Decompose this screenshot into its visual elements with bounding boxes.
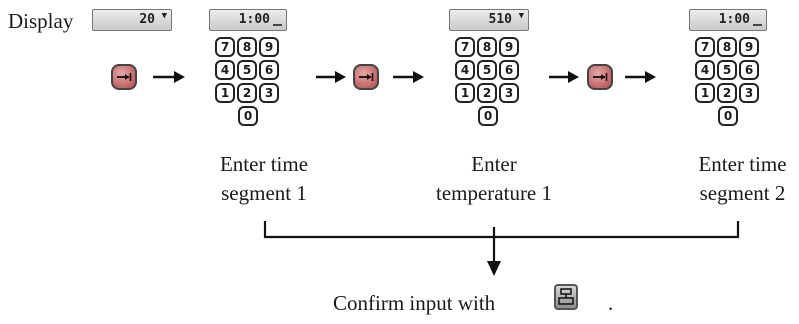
key-0[interactable]: 0	[238, 106, 258, 126]
arrow-right-icon	[625, 71, 656, 83]
key-8[interactable]: 8	[237, 37, 257, 57]
arrow-right-icon	[549, 71, 579, 83]
confirm-text: Confirm input with	[333, 291, 496, 315]
key-7[interactable]: 7	[455, 37, 475, 57]
key-1[interactable]: 1	[695, 83, 715, 103]
arrow-down-icon	[487, 261, 501, 276]
cursor-dash-icon	[753, 24, 762, 26]
dropdown-mark-icon: ▼	[161, 11, 167, 21]
key-0[interactable]: 0	[478, 106, 498, 126]
key-5[interactable]: 5	[237, 60, 257, 80]
key-9[interactable]: 9	[259, 37, 279, 57]
keypad-2: 7 8 9 4 5 6 1 2 3 0	[455, 37, 521, 129]
key-6[interactable]: 6	[259, 60, 279, 80]
display-readout: 20 ▼	[92, 9, 172, 31]
key-3[interactable]: 3	[499, 83, 519, 103]
cursor-dash-icon	[273, 24, 282, 26]
key-7[interactable]: 7	[695, 37, 715, 57]
arrow-right-icon	[316, 71, 346, 83]
display-value: 20	[139, 12, 155, 27]
key-0[interactable]: 0	[718, 106, 738, 126]
confirm-button[interactable]	[554, 284, 578, 310]
key-4[interactable]: 4	[215, 60, 235, 80]
key-7[interactable]: 7	[215, 37, 235, 57]
key-1[interactable]: 1	[215, 83, 235, 103]
next-step-icon	[593, 73, 608, 81]
bracket-line	[263, 221, 740, 262]
key-6[interactable]: 6	[499, 60, 519, 80]
key-3[interactable]: 3	[739, 83, 759, 103]
step1-display-value: 1:00	[238, 12, 270, 27]
confirm-period: .	[608, 291, 614, 315]
key-1[interactable]: 1	[455, 83, 475, 103]
step2-caption: Enter temperature 1	[435, 152, 553, 205]
key-8[interactable]: 8	[477, 37, 497, 57]
key-9[interactable]: 9	[739, 37, 759, 57]
key-8[interactable]: 8	[717, 37, 737, 57]
step2-display-value: 510	[488, 12, 512, 27]
keypad-3: 7 8 9 4 5 6 1 2 3 0	[695, 37, 761, 129]
dropdown-mark-icon: ▼	[518, 11, 524, 21]
keypad-1: 7 8 9 4 5 6 1 2 3 0	[215, 37, 281, 129]
confirm-icon	[558, 288, 574, 305]
next-step-button[interactable]	[587, 64, 613, 90]
key-2[interactable]: 2	[477, 83, 497, 103]
next-step-icon	[117, 73, 132, 81]
step2-display: 510 ▼	[449, 9, 529, 31]
step1-display: 1:00	[209, 9, 287, 31]
key-9[interactable]: 9	[499, 37, 519, 57]
step3-display: 1:00	[689, 9, 767, 31]
key-3[interactable]: 3	[259, 83, 279, 103]
key-5[interactable]: 5	[717, 60, 737, 80]
key-4[interactable]: 4	[695, 60, 715, 80]
display-label: Display	[8, 9, 74, 33]
next-step-button[interactable]	[353, 64, 379, 90]
step3-display-value: 1:00	[718, 12, 750, 27]
step3-caption: Enter time segment 2	[698, 152, 787, 205]
key-4[interactable]: 4	[455, 60, 475, 80]
next-step-button[interactable]	[111, 64, 137, 90]
next-step-icon	[359, 73, 374, 81]
arrow-right-icon	[153, 71, 185, 83]
key-5[interactable]: 5	[477, 60, 497, 80]
arrow-right-icon	[393, 71, 424, 83]
step1-caption: Enter time segment 1	[219, 152, 309, 205]
key-6[interactable]: 6	[739, 60, 759, 80]
key-2[interactable]: 2	[237, 83, 257, 103]
key-2[interactable]: 2	[717, 83, 737, 103]
